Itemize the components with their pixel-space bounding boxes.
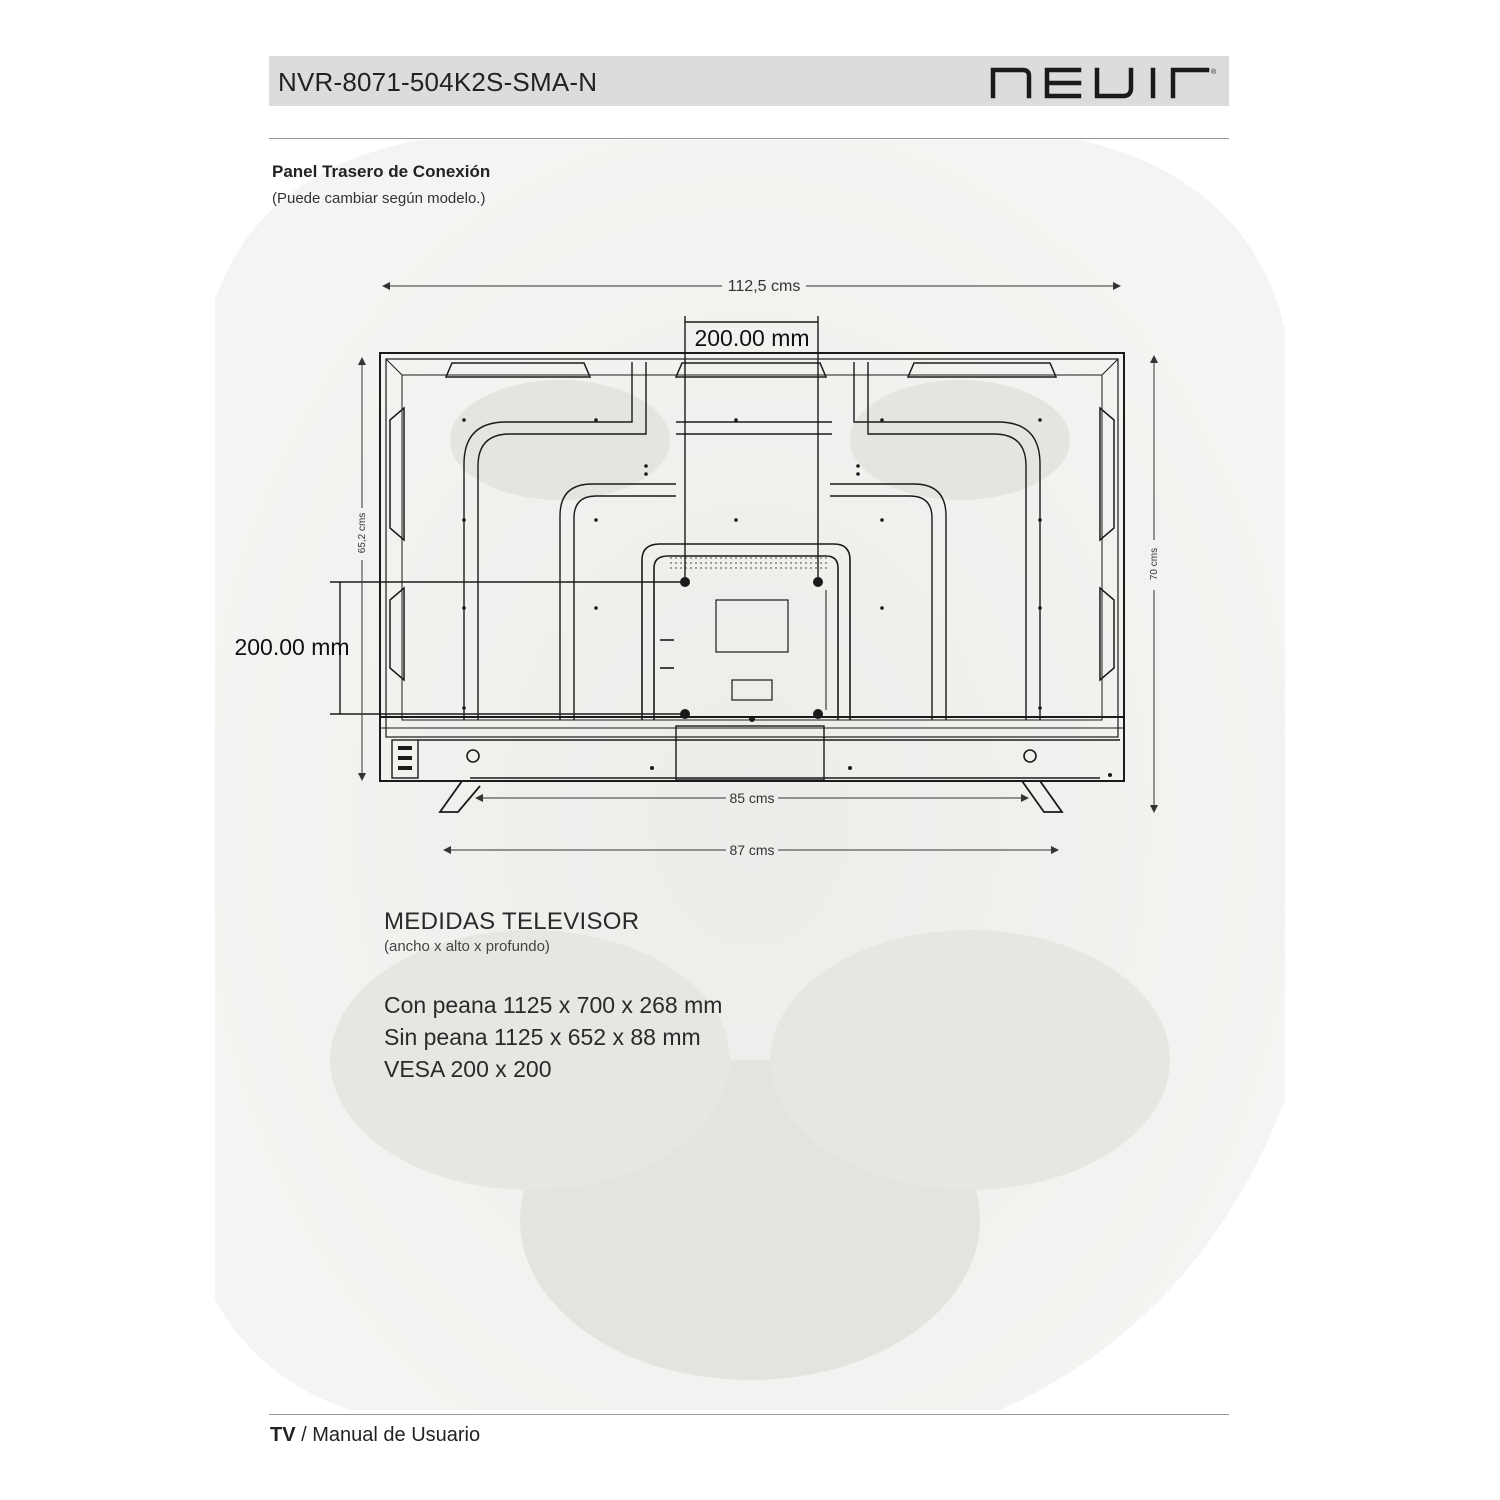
specs-subtitle: (ancho x alto x profundo) (384, 938, 550, 955)
specs-title: MEDIDAS TELEVISOR (384, 908, 640, 935)
spec-vesa: VESA 200 x 200 (384, 1056, 552, 1082)
header-bar: NVR-8071-504K2S-SMA-N ® (269, 56, 1229, 106)
spec-without-stand: Sin peana 1125 x 652 x 88 mm (384, 1024, 701, 1050)
dim-vesa-horizontal: 200.00 mm (694, 325, 809, 351)
model-code: NVR-8071-504K2S-SMA-N (278, 67, 598, 97)
dim-stand-inner: 85 cms (729, 790, 774, 806)
dim-vesa-vertical: 200.00 mm (234, 634, 349, 660)
page-footer: TV / Manual de Usuario (270, 1424, 480, 1447)
footer-separator: / (295, 1424, 313, 1446)
dim-panel-height: 65,2 cms (357, 513, 368, 554)
dim-width-total: 112,5 cms (728, 278, 801, 295)
spec-with-stand: Con peana 1125 x 700 x 268 mm (384, 992, 723, 1018)
svg-text:®: ® (1211, 68, 1217, 76)
dim-total-height: 70 cms (1149, 548, 1160, 580)
dim-stand-outer: 87 cms (729, 842, 774, 858)
tv-dimensions-specs: MEDIDAS TELEVISOR (ancho x alto x profun… (384, 908, 722, 1085)
footer-label: Manual de Usuario (312, 1424, 481, 1446)
footer-category: TV (270, 1424, 296, 1446)
section-note: (Puede cambiar según modelo.) (272, 190, 486, 207)
footer-divider (269, 1414, 1229, 1415)
section-title: Panel Trasero de Conexión (272, 162, 491, 181)
header-divider (269, 138, 1229, 139)
nevir-logo: ® (990, 67, 1217, 99)
